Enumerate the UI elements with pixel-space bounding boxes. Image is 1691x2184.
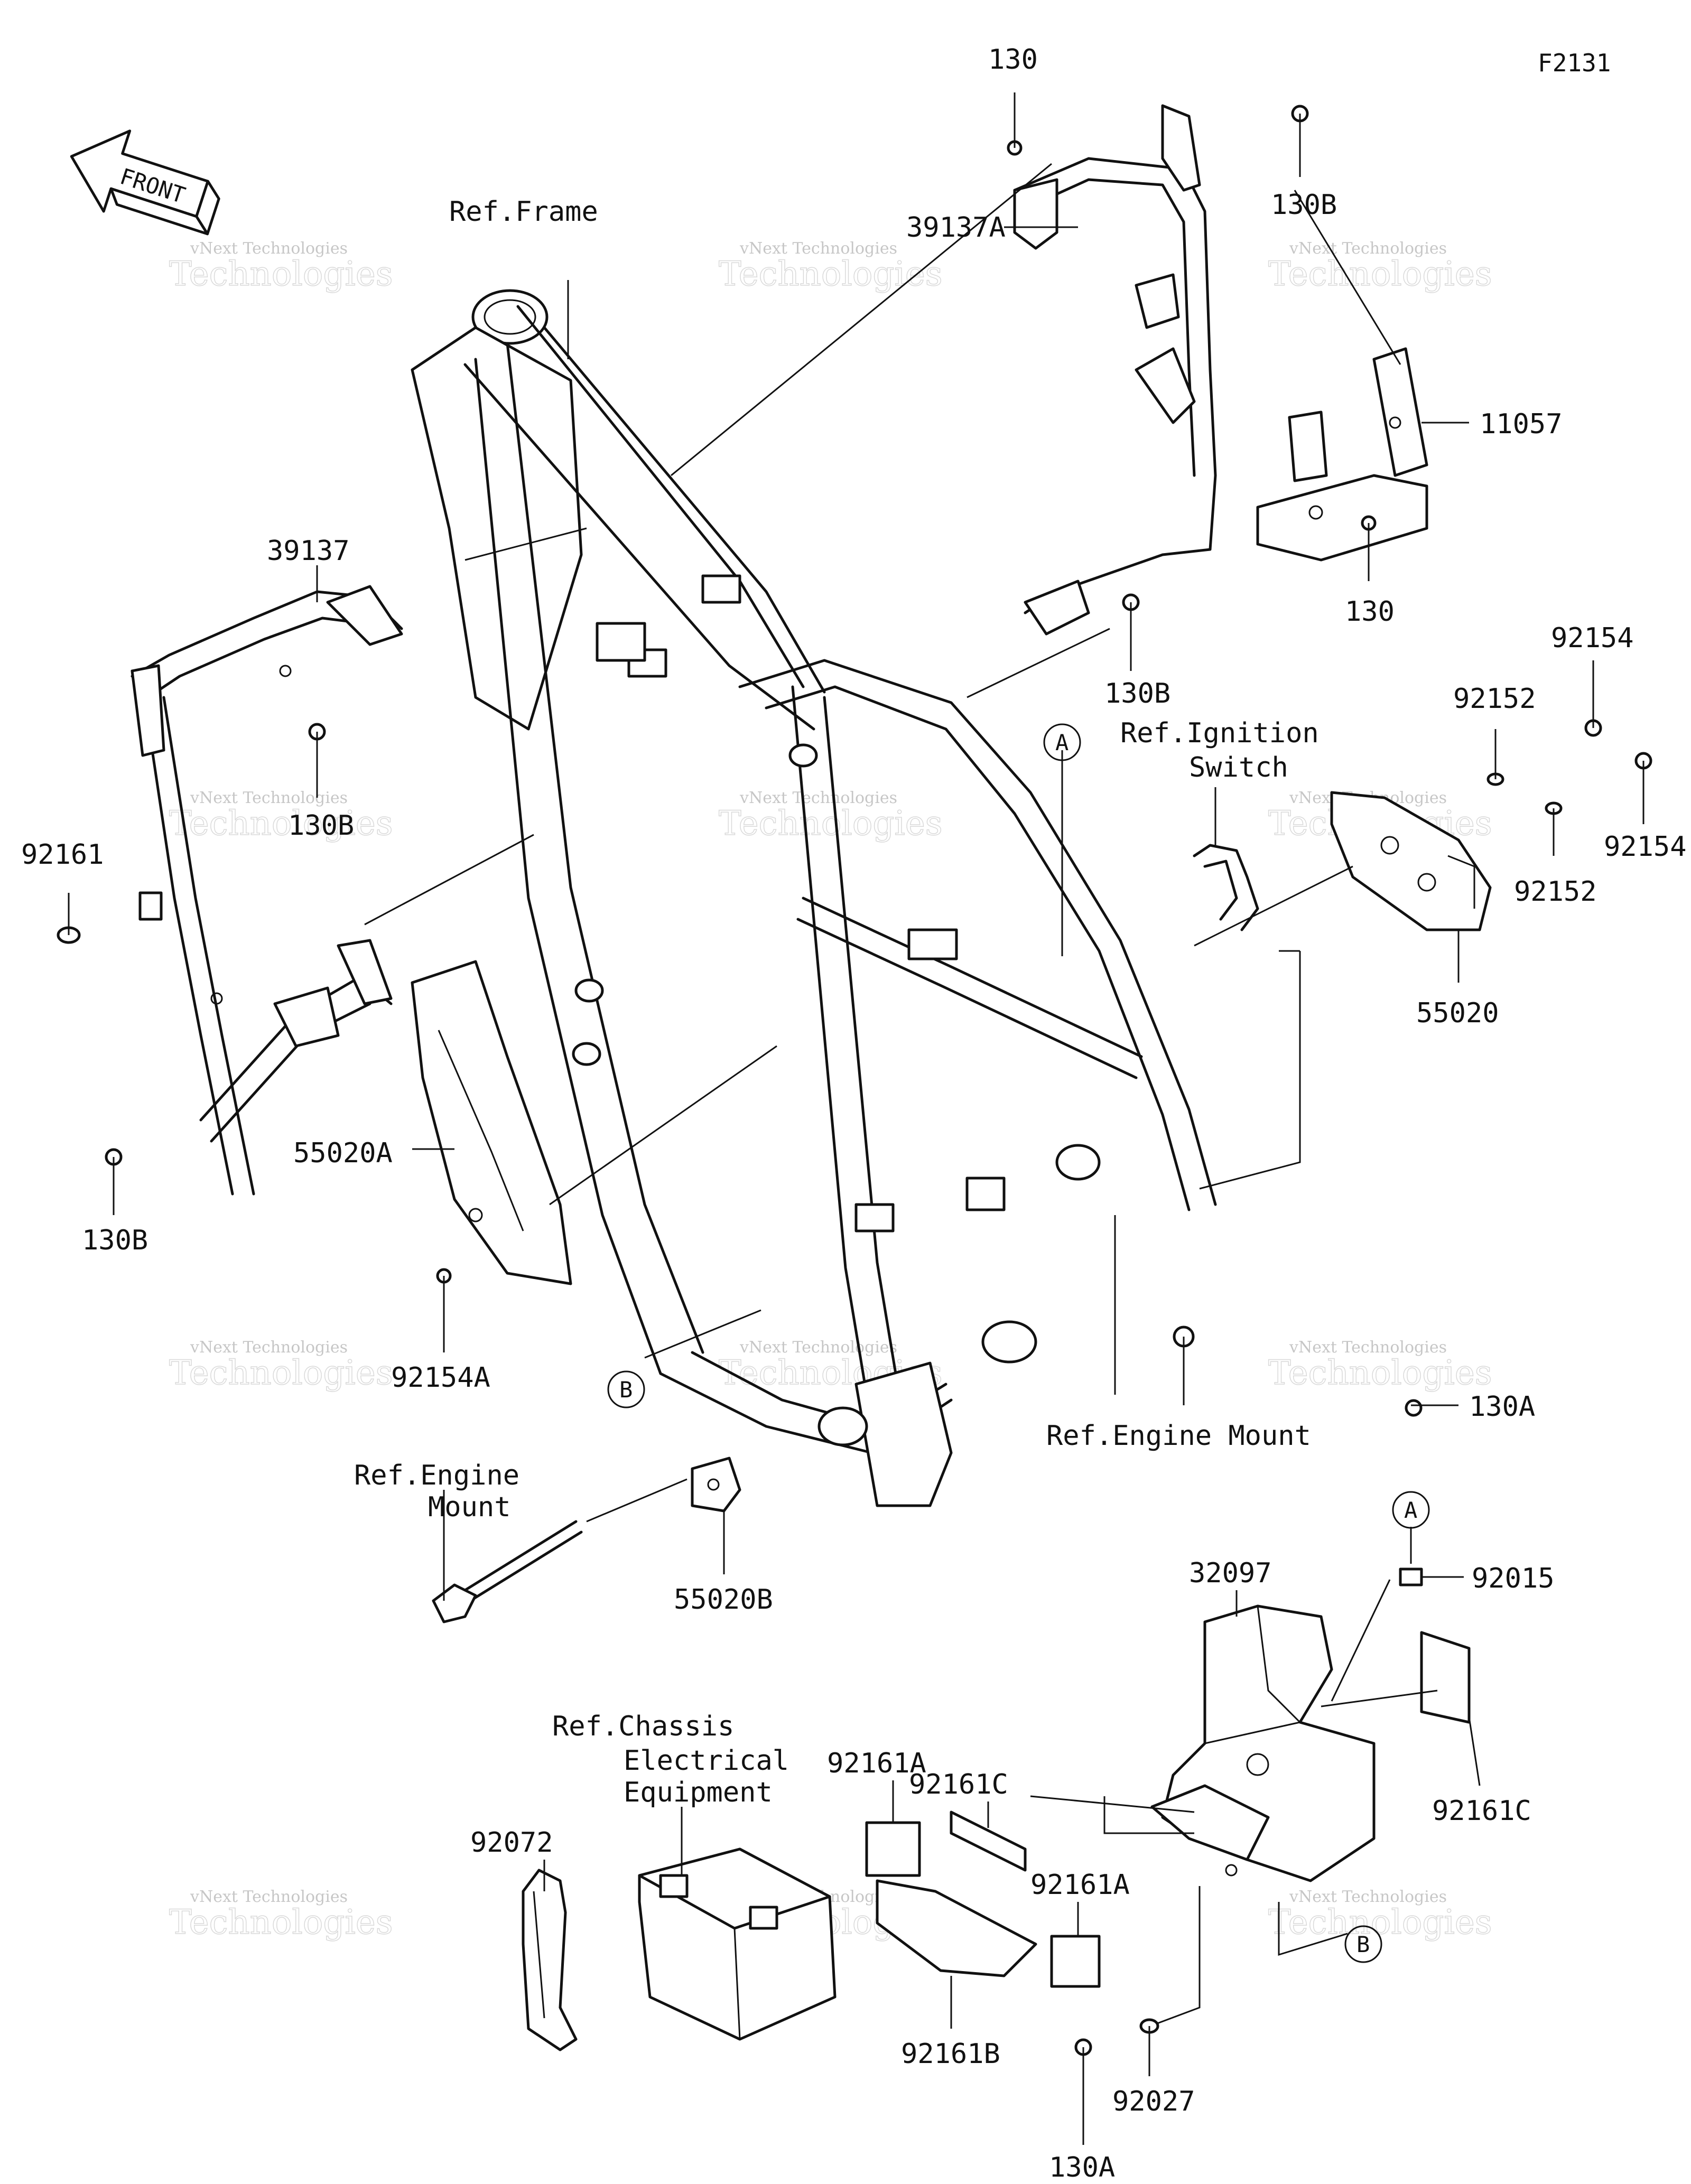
label-92072: 92072 bbox=[470, 1827, 553, 1859]
label-130B-left: 130B bbox=[288, 810, 354, 842]
pad-92161A-left bbox=[865, 1821, 921, 1877]
part-labels: 130 130B 39137A 11057 130 130B 92154 921… bbox=[21, 44, 1687, 2183]
label-92161C-right: 92161C bbox=[1432, 1795, 1531, 1827]
svg-text:vNext Technologies: vNext Technologies bbox=[739, 239, 897, 258]
svg-text:Technologies: Technologies bbox=[719, 255, 943, 294]
label-39137A: 39137A bbox=[906, 212, 1006, 244]
label-32097: 32097 bbox=[1189, 1557, 1272, 1589]
svg-text:B: B bbox=[1356, 1931, 1370, 1957]
svg-text:Technologies: Technologies bbox=[1268, 1354, 1492, 1393]
ref-engine-mount-left-label-2: Mount bbox=[428, 1491, 511, 1523]
svg-text:vNext Technologies: vNext Technologies bbox=[190, 789, 348, 807]
label-130A-top: 130A bbox=[1469, 1391, 1535, 1423]
diagram-code: F2131 bbox=[1538, 49, 1611, 77]
label-130A-bottom: 130A bbox=[1049, 2152, 1115, 2183]
part-32097-battery-case bbox=[1150, 1604, 1376, 1882]
svg-text:A: A bbox=[1404, 1497, 1417, 1523]
label-55020A: 55020A bbox=[293, 1137, 393, 1169]
ref-chassis-label-2: Electrical bbox=[624, 1745, 789, 1777]
part-92072-strap bbox=[522, 1869, 578, 2051]
part-55020A-side-cover bbox=[411, 960, 572, 1285]
front-arrow-icon: FRONT bbox=[70, 129, 220, 236]
label-92154-right: 92154 bbox=[1604, 831, 1687, 863]
part-11057-bracket bbox=[1256, 347, 1428, 562]
callout-a-upper: A bbox=[1043, 723, 1081, 761]
stickers-pads bbox=[865, 1631, 1471, 1988]
svg-text:vNext Technologies: vNext Technologies bbox=[190, 239, 348, 258]
engine-mount-bolt bbox=[432, 1520, 583, 1623]
part-39137-frame-cover bbox=[131, 585, 403, 1196]
label-39137: 39137 bbox=[267, 535, 350, 567]
label-130B-mid: 130B bbox=[1104, 678, 1170, 710]
svg-text:vNext Technologies: vNext Technologies bbox=[1289, 1338, 1447, 1357]
callout-a-lower: A bbox=[1392, 1491, 1430, 1529]
ref-engine-mount-left-label-1: Ref.Engine bbox=[354, 1460, 519, 1491]
main-frame bbox=[411, 289, 1217, 1507]
part-55020B-bracket bbox=[691, 1457, 741, 1513]
svg-text:vNext Technologies: vNext Technologies bbox=[739, 789, 897, 807]
ref-engine-mount-right-label: Ref.Engine Mount bbox=[1046, 1420, 1311, 1452]
part-39137A-frame-cover bbox=[1013, 104, 1217, 636]
svg-text:vNext Technologies: vNext Technologies bbox=[739, 1338, 897, 1357]
ref-frame-label: Ref.Frame bbox=[449, 196, 598, 228]
svg-text:Technologies: Technologies bbox=[1268, 255, 1492, 294]
part-55020-cover-plate bbox=[1330, 791, 1492, 931]
label-92154A: 92154A bbox=[391, 1362, 490, 1394]
label-92161C-mid: 92161C bbox=[909, 1769, 1008, 1800]
ref-chassis-label-1: Ref.Chassis bbox=[552, 1711, 734, 1742]
callout-b-case: B bbox=[1344, 1925, 1382, 1963]
label-130B-top: 130B bbox=[1271, 189, 1337, 221]
svg-text:B: B bbox=[619, 1377, 633, 1403]
pad-92161A-right bbox=[1050, 1935, 1101, 1988]
ignition-switch-bracket bbox=[1193, 844, 1259, 931]
pad-92161C-right bbox=[1420, 1631, 1471, 1724]
pad-92161C-mid bbox=[950, 1810, 1027, 1872]
label-92027: 92027 bbox=[1112, 2086, 1195, 2117]
label-55020B: 55020B bbox=[674, 1584, 773, 1616]
label-92161: 92161 bbox=[21, 839, 104, 871]
label-55020: 55020 bbox=[1416, 997, 1499, 1029]
label-92161B: 92161B bbox=[901, 2038, 1000, 2070]
svg-text:Technologies: Technologies bbox=[719, 804, 943, 843]
label-130-right: 130 bbox=[1345, 596, 1395, 628]
battery bbox=[638, 1847, 837, 2041]
svg-text:vNext Technologies: vNext Technologies bbox=[190, 1888, 348, 1906]
svg-text:Technologies: Technologies bbox=[169, 255, 393, 294]
ref-chassis-label-3: Equipment bbox=[624, 1777, 773, 1808]
svg-text:Technologies: Technologies bbox=[1268, 1903, 1492, 1942]
label-92161A-right: 92161A bbox=[1030, 1869, 1130, 1901]
label-130B-bottom: 130B bbox=[82, 1225, 148, 1256]
svg-text:vNext Technologies: vNext Technologies bbox=[1289, 1888, 1447, 1906]
leader-lines bbox=[68, 92, 1644, 2145]
pad-92161B bbox=[876, 1879, 1037, 1977]
svg-text:A: A bbox=[1055, 730, 1069, 755]
ref-ignition-label-2: Switch bbox=[1189, 752, 1288, 783]
svg-text:Technologies: Technologies bbox=[169, 1354, 393, 1393]
label-130-top: 130 bbox=[988, 44, 1038, 76]
label-92161A-left: 92161A bbox=[827, 1748, 926, 1779]
label-92015: 92015 bbox=[1472, 1563, 1555, 1594]
svg-text:vNext Technologies: vNext Technologies bbox=[190, 1338, 348, 1357]
svg-text:Technologies: Technologies bbox=[169, 1903, 393, 1942]
callout-b-frame: B bbox=[607, 1370, 645, 1408]
label-92154-top: 92154 bbox=[1551, 622, 1634, 654]
label-92152-top: 92152 bbox=[1453, 683, 1536, 715]
svg-text:vNext Technologies: vNext Technologies bbox=[1289, 239, 1447, 258]
svg-text:Technologies: Technologies bbox=[169, 804, 393, 843]
ref-ignition-label-1: Ref.Ignition bbox=[1120, 717, 1319, 749]
label-92152-right: 92152 bbox=[1514, 876, 1597, 908]
label-11057: 11057 bbox=[1480, 408, 1563, 440]
